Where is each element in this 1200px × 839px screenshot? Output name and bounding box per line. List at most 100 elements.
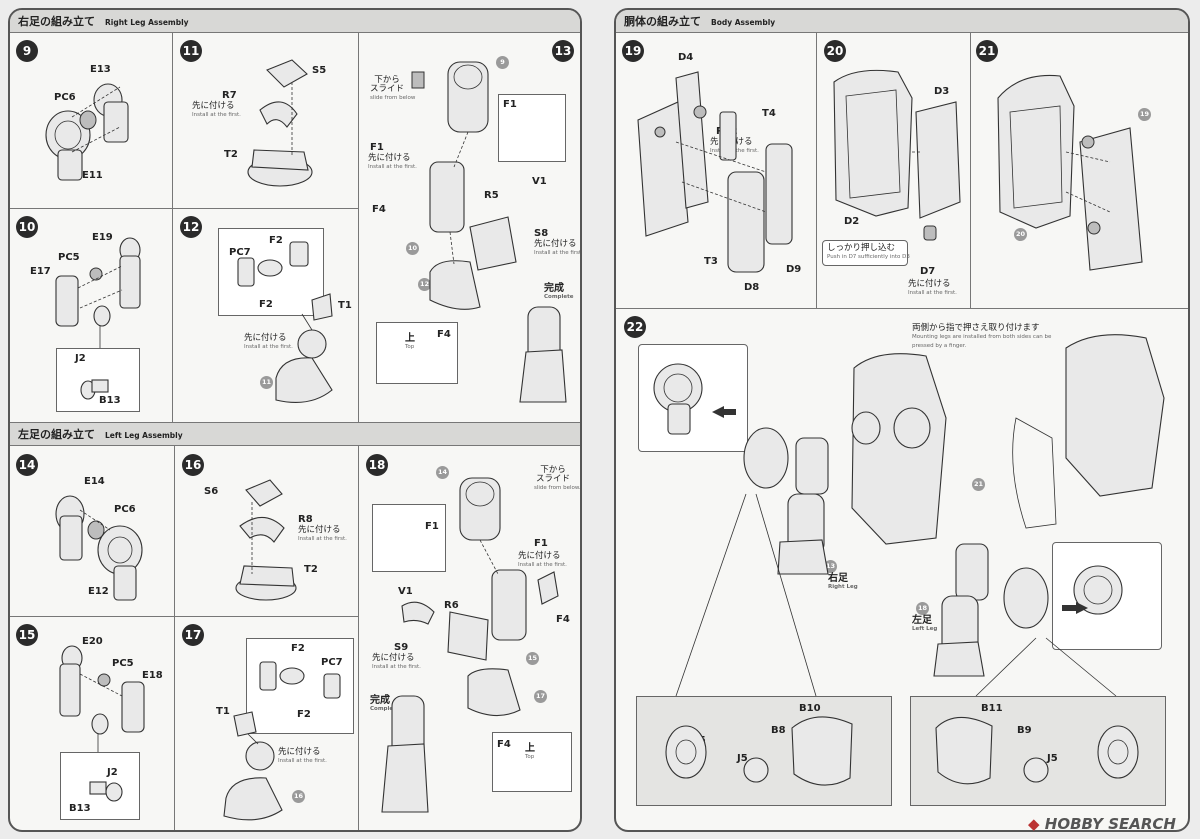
step-number: 11 <box>180 40 202 62</box>
part-label-e19: E19 <box>92 232 113 243</box>
part-label-t2: T2 <box>304 564 318 575</box>
foot-assembly-illustration <box>223 661 341 821</box>
left-leg-assembly-illustration <box>381 477 559 813</box>
part-label-f1: F1 <box>503 99 517 110</box>
top-label-en: Top <box>405 344 415 350</box>
top-orientation-box: F4 上 Top <box>492 732 572 792</box>
part-label-f2: F2 <box>259 299 273 310</box>
hobby-search-watermark: ◆ HOBBY SEARCH <box>1028 815 1176 833</box>
foot-shell-illustration <box>235 479 297 601</box>
part-label-d8: D8 <box>744 282 760 293</box>
part-label-pc7: PC7 <box>229 247 251 258</box>
step-number: 18 <box>366 454 388 476</box>
part-label-e18: E18 <box>142 670 163 681</box>
part-label-pc5: PC5 <box>58 252 80 263</box>
part-label-s9: S9 <box>394 642 409 653</box>
torso-assembly-illustration <box>997 74 1143 271</box>
part-label-pc5: PC5 <box>112 658 134 669</box>
torso-shell-illustration <box>833 69 961 241</box>
part-label-j2: J2 <box>107 767 118 778</box>
part-label-b9: B9 <box>1017 725 1032 736</box>
part-label-r8: R8 <box>298 514 313 525</box>
part-label-e17: E17 <box>30 266 51 277</box>
knee-joint-illustration <box>55 495 143 601</box>
part-label-f1: F1 <box>425 521 439 532</box>
step-ref-tag: 10 <box>406 242 419 255</box>
gate-detail-box: F1 <box>372 504 446 572</box>
step-number: 15 <box>16 624 38 646</box>
part-label-s6: S6 <box>204 486 219 497</box>
part-label-b10: B10 <box>799 703 821 714</box>
top-label: 上 <box>405 333 415 344</box>
step-number: 17 <box>182 624 204 646</box>
full-assembly-illustration <box>653 334 1165 786</box>
part-label-f2: F2 <box>297 709 311 720</box>
part-label-f4: F4 <box>372 204 386 215</box>
step-number: 20 <box>824 40 846 62</box>
step-number: 9 <box>16 40 38 62</box>
step-9-panel: 9 E13 PC6 E11 <box>10 32 173 209</box>
part-label-r6: R6 <box>444 600 459 611</box>
step-number: 13 <box>552 40 574 62</box>
foot-shell-illustration <box>247 59 313 187</box>
step-ref-tag: 20 <box>1014 228 1027 241</box>
part-label-t1: T1 <box>216 706 230 717</box>
part-label-pc6: PC6 <box>114 504 136 515</box>
part-label-f4: F4 <box>437 329 451 340</box>
part-label-e11: E11 <box>82 170 103 181</box>
part-label-d3: D3 <box>934 86 950 97</box>
part-label-j2: J2 <box>75 353 86 364</box>
step-number: 16 <box>182 454 204 476</box>
right-leg-assembly-illustration <box>411 61 567 403</box>
part-label-d4: D4 <box>678 52 694 63</box>
frame-illustration <box>637 71 793 273</box>
step-ref-tag: 14 <box>436 466 449 479</box>
part-label-j5: J5 <box>737 753 748 764</box>
step-number: 14 <box>16 454 38 476</box>
part-label-f2: F2 <box>291 643 305 654</box>
knee-joint-illustration <box>45 83 129 181</box>
part-label-v1: V1 <box>532 176 547 187</box>
part-label-f4: F4 <box>497 739 511 750</box>
part-label-f1: F1 <box>534 538 548 549</box>
part-label-b11: B11 <box>981 703 1003 714</box>
step-number: 12 <box>180 216 202 238</box>
part-label-t4: T4 <box>762 108 776 119</box>
part-label-r7: R7 <box>222 90 237 101</box>
gate-detail-box: F1 <box>498 94 566 162</box>
part-label-t3: T3 <box>704 256 718 267</box>
part-label-t2: T2 <box>224 149 238 160</box>
step-ref-tag: 19 <box>1138 108 1151 121</box>
part-label-s8: S8 <box>534 228 549 239</box>
step-number: 19 <box>622 40 644 62</box>
part-label-e14: E14 <box>84 476 105 487</box>
step-number: 21 <box>976 40 998 62</box>
step-15-panel: 15 E20 PC5 E18 J2 B13 <box>10 616 175 830</box>
part-label-b8: B8 <box>771 725 786 736</box>
part-label-e20: E20 <box>82 636 103 647</box>
step-ref-tag: 21 <box>972 478 985 491</box>
step-ref-tag: 12 <box>418 278 431 291</box>
